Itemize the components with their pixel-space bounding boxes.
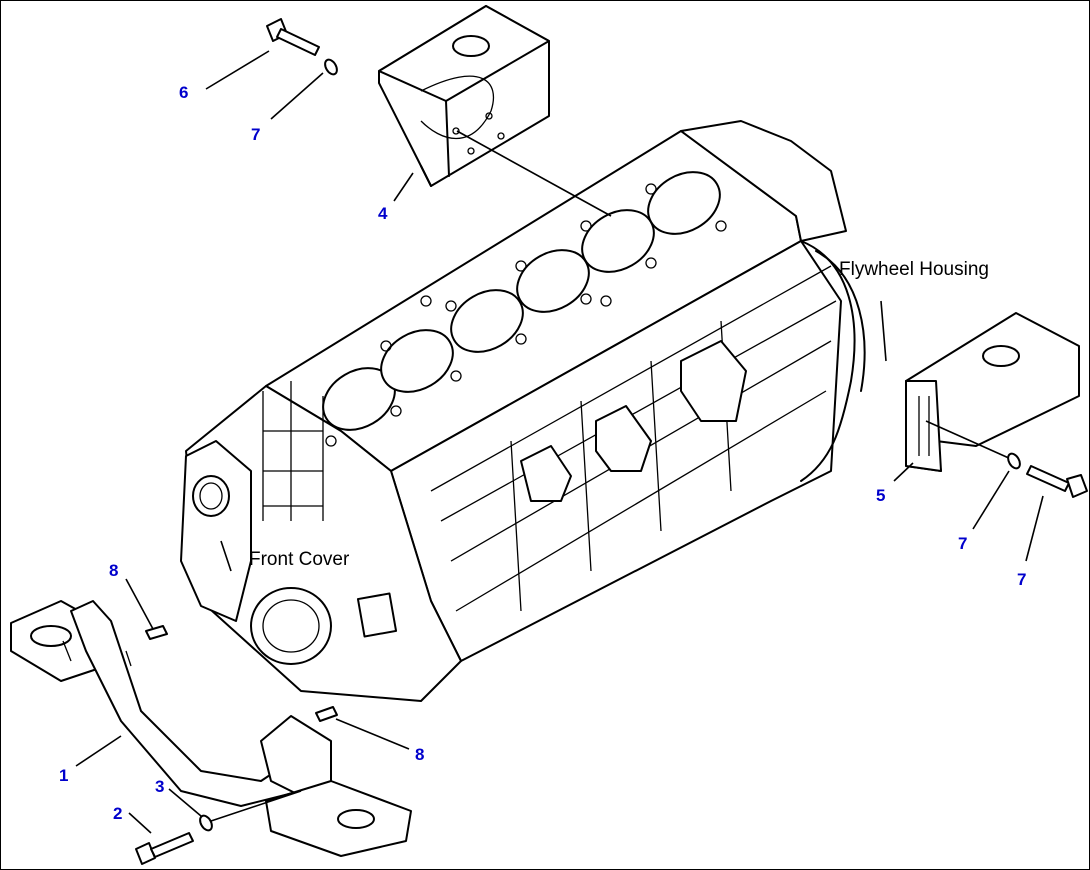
cylinder-bore-2: [380, 329, 454, 393]
bolt-6-shank: [276, 28, 320, 56]
front-cover-plate: [180, 440, 252, 622]
callout-5: 5: [876, 486, 885, 505]
leader-5: [893, 462, 914, 482]
washer-7-top: [324, 58, 338, 76]
callout-7-right: 7: [958, 534, 967, 553]
bracket-1-rear-hole: [337, 809, 375, 829]
block-side-webs: [510, 320, 732, 612]
leader-3: [168, 788, 202, 817]
bolt-2: [135, 832, 194, 865]
bracket-1-detail: [62, 640, 132, 667]
bracket-5-plate: [905, 380, 942, 472]
cylinder-bore-6: [647, 171, 721, 235]
cylinder-bore-3: [450, 289, 524, 353]
bracket-5-mount-hole: [982, 345, 1020, 367]
bracket-1-front-hole: [30, 625, 72, 647]
pin-8-rear: [315, 706, 338, 722]
leader-7a: [270, 72, 324, 120]
bolt-7-head: [1066, 474, 1088, 498]
rear-block-top: [680, 120, 847, 242]
front-lattice: [262, 381, 324, 521]
front-cover-label: Front Cover: [249, 549, 350, 570]
bracket-5-holes: [918, 396, 930, 456]
pin-8-front: [145, 625, 168, 640]
bolt-7-right: [1026, 465, 1088, 498]
callout-2: 2: [113, 804, 122, 823]
leader-2: [128, 812, 152, 834]
deck-bolt-holes: [325, 183, 727, 447]
washer-7-right: [1007, 452, 1021, 470]
crankshaft-seal-inner: [262, 599, 320, 653]
leader-6: [205, 50, 270, 90]
washer-3: [199, 814, 213, 832]
callout-8-front: 8: [109, 561, 118, 580]
callout-7-far-right: 7: [1017, 570, 1026, 589]
bolt-7-shank: [1026, 465, 1070, 492]
bolt-2-shank: [150, 832, 194, 858]
flywheel-housing-outline: [800, 240, 856, 482]
callout-3: 3: [155, 777, 164, 796]
crank-throw-1: [680, 340, 747, 422]
callout-6: 6: [179, 83, 188, 102]
assembly-line-5: [925, 420, 1012, 460]
leader-7c: [1025, 495, 1044, 562]
leader-7b: [972, 470, 1010, 530]
leader-8b: [335, 718, 410, 750]
bracket-4-mount-hole: [452, 35, 490, 57]
callout-leaders: [75, 50, 1044, 834]
bracket-5: [905, 312, 1080, 472]
bracket-4: [378, 5, 550, 187]
callout-4: 4: [378, 204, 388, 223]
leader-1: [75, 735, 122, 767]
bracket-4-edge: [420, 100, 450, 187]
assembly-line-4: [456, 130, 612, 217]
bracket-4-rib: [420, 75, 495, 139]
front-cover-pad: [356, 592, 398, 638]
callout-1: 1: [59, 766, 68, 785]
front-cover-leader: [220, 540, 232, 572]
leader-8a: [125, 578, 154, 630]
front-cover-port: [192, 475, 230, 517]
crank-throw-3: [520, 445, 572, 502]
leader-4: [393, 172, 414, 202]
engine-block: [180, 120, 866, 702]
front-cover-port-inner: [199, 482, 223, 510]
callout-8-rear: 8: [415, 745, 424, 764]
flywheel-housing-label: Flywheel Housing: [839, 259, 989, 280]
bolt-6: [266, 18, 320, 56]
assembly-line-1: [210, 790, 302, 822]
block-side-ribs: [430, 265, 837, 612]
flywheel-housing-flange: [815, 250, 866, 392]
flywheel-housing-leader: [880, 300, 887, 362]
bracket-1: [10, 600, 412, 857]
crank-throw-2: [595, 405, 652, 472]
callout-7-top: 7: [251, 125, 260, 144]
